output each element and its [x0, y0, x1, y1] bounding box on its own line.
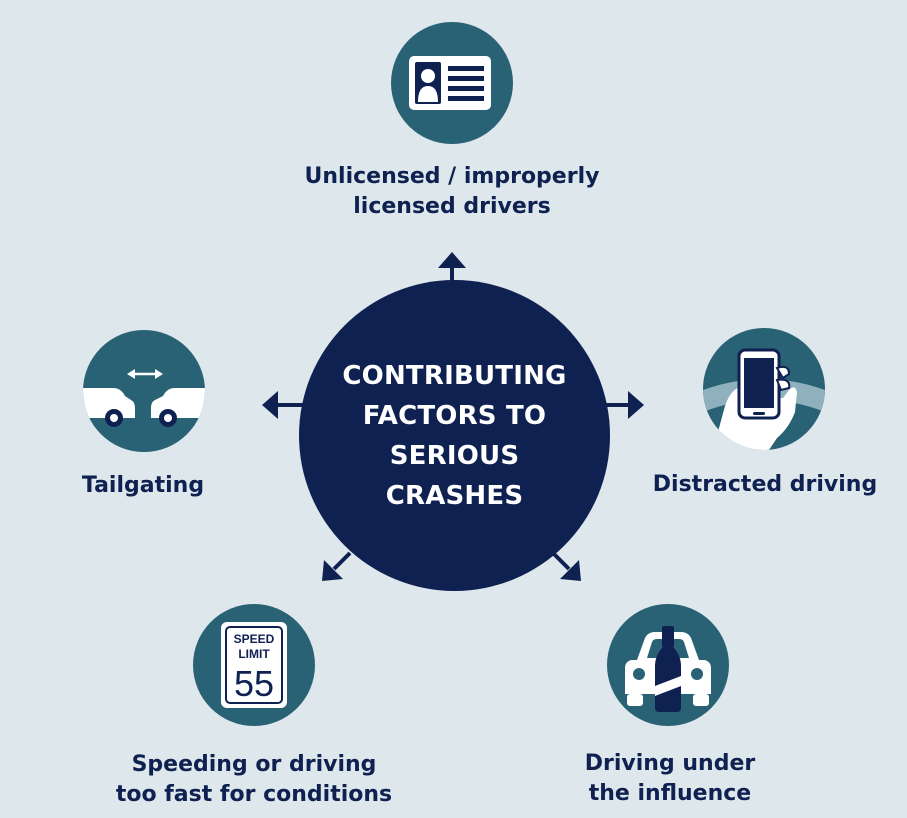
- arrowhead-down-right: [560, 560, 581, 581]
- arrowhead-right: [628, 391, 644, 419]
- label-distracted: Distracted driving: [652, 472, 878, 497]
- tailgating-cars-icon: [83, 330, 205, 452]
- label-unlicensed-line1: Unlicensed / improperly: [304, 164, 600, 189]
- license-card-icon: [391, 22, 513, 144]
- sign-limit-text: LIMIT: [238, 647, 270, 661]
- arrowhead-left: [262, 391, 278, 419]
- central-title: CONTRIBUTING FACTORS TO SERIOUS CRASHES: [342, 360, 567, 511]
- sign-speed-text: SPEED: [234, 632, 275, 646]
- label-dui-line2: the influence: [588, 781, 752, 806]
- label-unlicensed: Unlicensed / improperly licensed drivers: [292, 162, 612, 222]
- label-unlicensed-line2: licensed drivers: [353, 194, 551, 219]
- label-speeding-line1: Speeding or driving: [131, 752, 377, 777]
- label-dui-line1: Driving under: [584, 751, 756, 776]
- arrow-down-right: [551, 551, 571, 571]
- label-tailgating: Tailgating: [81, 473, 205, 498]
- label-speeding-line2: too fast for conditions: [115, 782, 393, 807]
- arrowhead-down-left: [322, 560, 343, 581]
- central-hub: CONTRIBUTING FACTORS TO SERIOUS CRASHES: [299, 280, 610, 591]
- arrowhead-up: [438, 252, 466, 268]
- phone-in-hand-icon: [703, 328, 825, 450]
- arrow-down-left: [332, 551, 352, 571]
- sign-number-text: 55: [234, 663, 274, 704]
- label-speeding: Speeding or driving too fast for conditi…: [104, 750, 404, 810]
- speed-limit-sign-icon: SPEED LIMIT 55: [193, 604, 315, 726]
- car-bottle-icon: [607, 604, 729, 726]
- label-dui: Driving under the influence: [560, 749, 780, 809]
